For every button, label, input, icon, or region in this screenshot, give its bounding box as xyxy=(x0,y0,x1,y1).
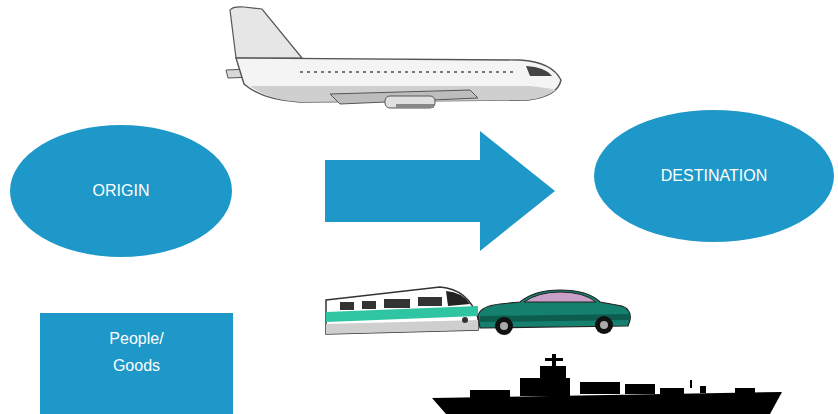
entity-box: People/ Goods xyxy=(40,313,233,414)
ellipse-fill xyxy=(594,110,834,242)
node-label: DESTINATION xyxy=(661,167,767,185)
node-label: People/ Goods xyxy=(102,325,172,379)
block-arrow xyxy=(325,131,555,251)
car-illustration xyxy=(478,290,630,335)
destination-ellipse: DESTINATION xyxy=(594,110,834,242)
ship-illustration xyxy=(432,354,782,414)
train-illustration xyxy=(326,287,478,334)
airplane-illustration xyxy=(226,7,561,108)
origin-ellipse: ORIGIN xyxy=(10,125,232,257)
node-label: ORIGIN xyxy=(93,182,150,200)
ellipse-fill xyxy=(10,125,232,257)
